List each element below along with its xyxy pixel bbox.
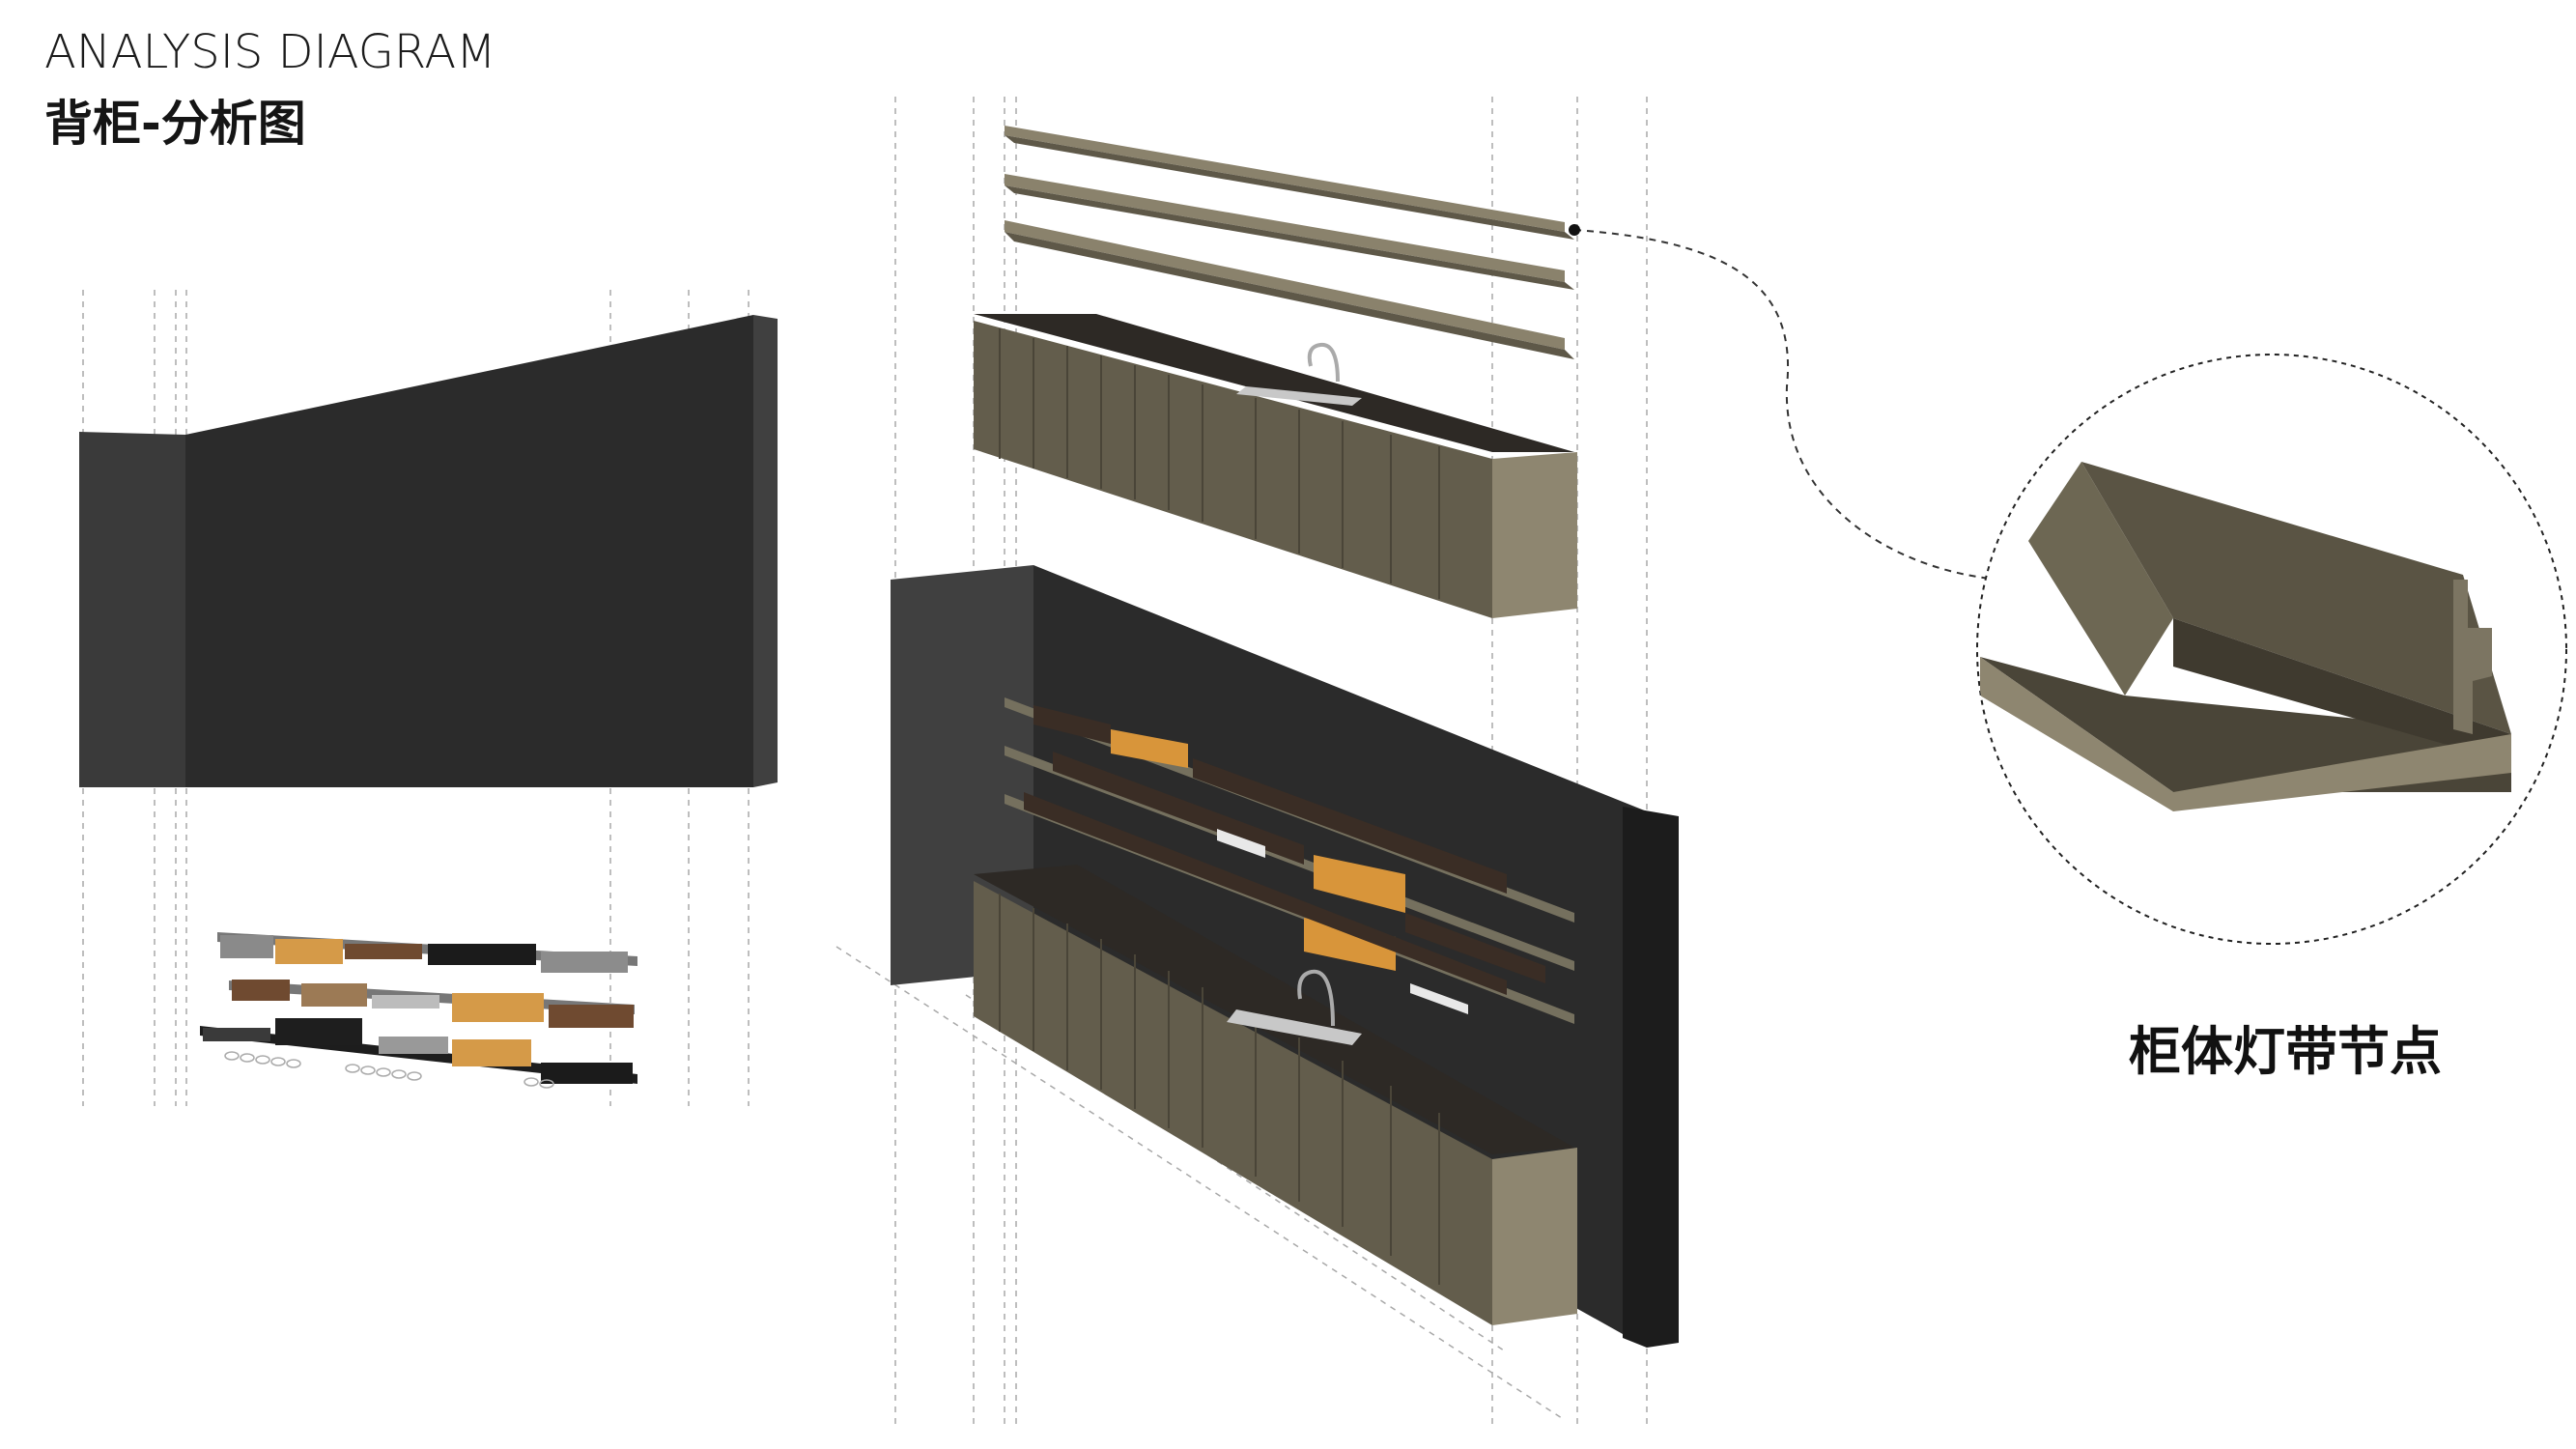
diagram-title-en: ANALYSIS DIAGRAM — [44, 25, 496, 79]
upper-sink — [1236, 342, 1362, 406]
shelf-2 — [1005, 174, 1574, 290]
amber-bottle-groups — [1111, 729, 1405, 971]
bottle-row-2 — [229, 980, 635, 1028]
diagram-title-cn: 背柜-分析图 — [44, 96, 306, 152]
bottle-row-3 — [200, 1018, 637, 1084]
detail-connector — [1569, 224, 2006, 586]
white-bottle-groups — [1217, 829, 1468, 1014]
assembled-shelves — [1005, 697, 1574, 1024]
assembled-cabinet — [974, 865, 1577, 1325]
light-strip-detail — [1976, 354, 2567, 945]
detail-caption: 柜体灯带节点 — [2129, 1021, 2442, 1082]
shelf-3 — [1005, 220, 1574, 359]
glass-row — [224, 1051, 554, 1089]
left-bottle-rows — [200, 932, 637, 1089]
upper-cabinet — [974, 314, 1577, 618]
dark-bottle-groups — [1024, 705, 1545, 995]
shelf-1 — [1005, 126, 1574, 240]
lower-sink — [1227, 969, 1362, 1045]
left-back-wall — [79, 315, 778, 787]
floating-shelves — [1005, 126, 1574, 359]
bottle-row-1 — [217, 932, 637, 973]
